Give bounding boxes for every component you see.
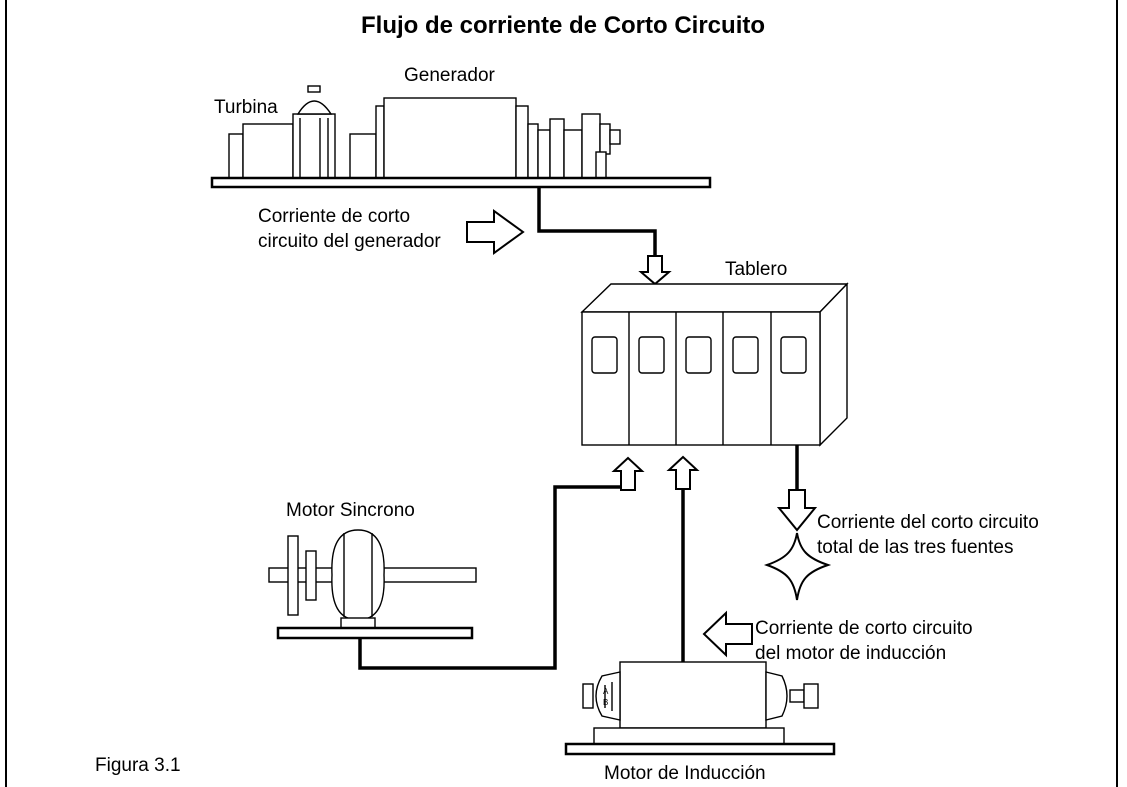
- induction-motor-up-arrow: [666, 455, 700, 490]
- generator-down-arrow: [638, 255, 672, 286]
- sync-motor-base: [276, 626, 474, 640]
- gen-current-arrow: [466, 209, 525, 255]
- motor-sincrono-label: Motor Sincrono: [286, 500, 415, 521]
- induction-current-label-1: Corriente de corto circuito: [755, 618, 973, 639]
- gen-current-label-1: Corriente de corto: [258, 206, 410, 227]
- sync-motor-up-arrow: [611, 456, 645, 491]
- total-current-arrow: [776, 489, 818, 532]
- turbine-generator: [210, 85, 712, 189]
- switchboard: [580, 282, 849, 447]
- diagram-title: Flujo de corriente de Corto Circuito: [361, 12, 765, 39]
- gen-current-label-2: circuito del generador: [258, 231, 441, 252]
- induction-motor: A B: [564, 661, 836, 756]
- synchronous-motor: [268, 529, 477, 640]
- svg-text:B: B: [603, 698, 608, 707]
- total-current-label-1: Corriente del corto circuito: [817, 512, 1039, 533]
- induction-motor-base: [564, 742, 836, 756]
- motor-induccion-label: Motor de Inducción: [604, 763, 766, 784]
- tablero-label: Tablero: [725, 259, 787, 280]
- induction-current-label-2: del motor de inducción: [755, 643, 946, 664]
- svg-text:A: A: [603, 687, 609, 696]
- fault-star: [763, 532, 832, 601]
- generator-wire: [537, 187, 657, 258]
- generador-label: Generador: [404, 65, 496, 86]
- figura-label: Figura 3.1: [95, 755, 181, 776]
- total-current-label-2: total de las tres fuentes: [817, 537, 1013, 558]
- turbina-label: Turbina: [214, 97, 278, 118]
- generator-base: [210, 176, 712, 189]
- induction-current-arrow: [702, 610, 753, 658]
